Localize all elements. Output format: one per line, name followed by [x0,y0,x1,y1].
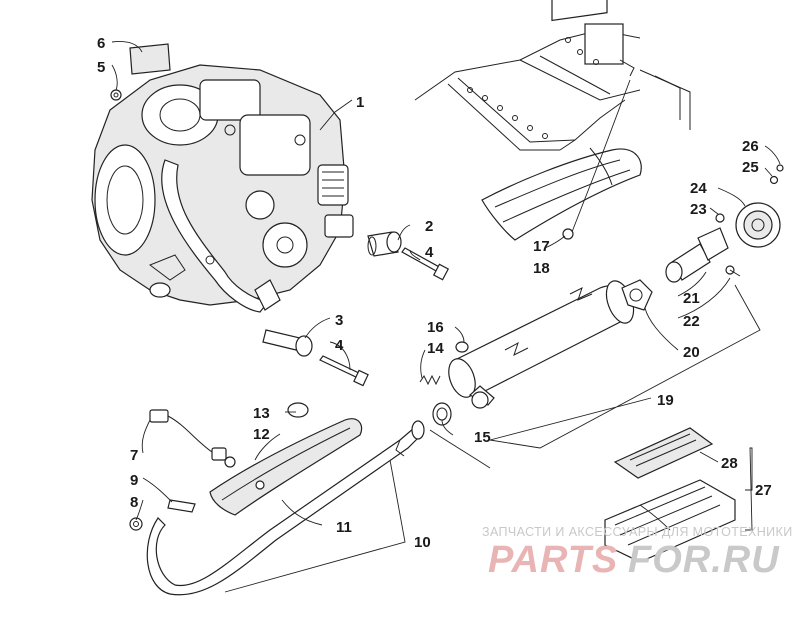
callout-18: 18 [533,260,550,277]
part-15-gasket [432,402,452,426]
callout-28: 28 [721,455,738,472]
callout-labels: 1 2 3 4 4 5 6 7 8 9 10 11 12 13 14 15 16… [97,35,772,551]
callout-7: 7 [130,447,138,464]
part-27-skid-plate [604,479,736,563]
part-21-outlet-pipe [665,227,729,283]
part-2-coupler-upper [367,231,402,257]
part-20-gasket [621,279,653,311]
part-5-nut [110,89,122,101]
callout-25: 25 [742,159,759,176]
part-12-pipe-shield [209,418,363,516]
callout-24: 24 [690,180,707,197]
part-4-bolt-lower [319,355,369,387]
callout-8: 8 [130,494,138,511]
callout-4-lower: 4 [335,337,344,354]
callout-13: 13 [253,405,270,422]
engine-assembly [91,64,354,313]
callout-10: 10 [414,534,431,551]
callout-6: 6 [97,35,105,52]
part-28-decal [613,427,714,479]
part-14-spring [419,374,441,386]
part-3-coupler-lower [262,329,313,357]
callout-16: 16 [427,319,444,336]
part-26-screw [776,164,784,172]
watermark-brand-left: PARTS [488,539,618,581]
callout-20: 20 [683,344,700,361]
callout-15: 15 [474,429,491,446]
part-25-washer [769,175,779,185]
part-19-muffler [448,280,635,409]
callout-12: 12 [253,426,270,443]
callout-21: 21 [683,290,700,307]
part-22-bolt [725,265,741,277]
callout-5: 5 [97,59,105,76]
callout-4-upper: 4 [425,244,434,261]
part-13-clamp [287,402,309,418]
callout-11: 11 [336,519,352,536]
part-17-heat-shield [481,147,642,241]
callout-9: 9 [130,472,138,489]
callout-19: 19 [657,392,674,409]
callout-22: 22 [683,313,700,330]
callout-26: 26 [742,138,759,155]
part-16-plug [455,341,469,353]
part-23-washer [715,213,725,223]
part-24-spark-arrestor [735,202,781,248]
callout-14: 14 [427,340,444,357]
watermark-caption: ЗАПЧАСТИ И АКСЕССУАРЫ ДЛЯ МОТОТЕХНИКИ [482,525,793,539]
watermark: ЗАПЧАСТИ И АКСЕССУАРЫ ДЛЯ МОТОТЕХНИКИ PA… [482,525,793,581]
watermark-brand-right: FOR.RU [628,539,780,581]
callout-23: 23 [690,201,707,218]
callout-2: 2 [425,218,433,235]
callout-17: 17 [533,238,550,255]
part-6-decal [129,43,171,75]
callout-3: 3 [335,312,343,329]
frame-section [414,0,691,151]
callout-1: 1 [356,94,364,111]
part-9-bracket [167,499,196,513]
part-8-nut [129,517,143,531]
callout-27: 27 [755,482,772,499]
part-7-sensor [149,409,236,468]
part-11-exhaust-pipe [146,420,425,596]
leader-lines [111,41,781,593]
